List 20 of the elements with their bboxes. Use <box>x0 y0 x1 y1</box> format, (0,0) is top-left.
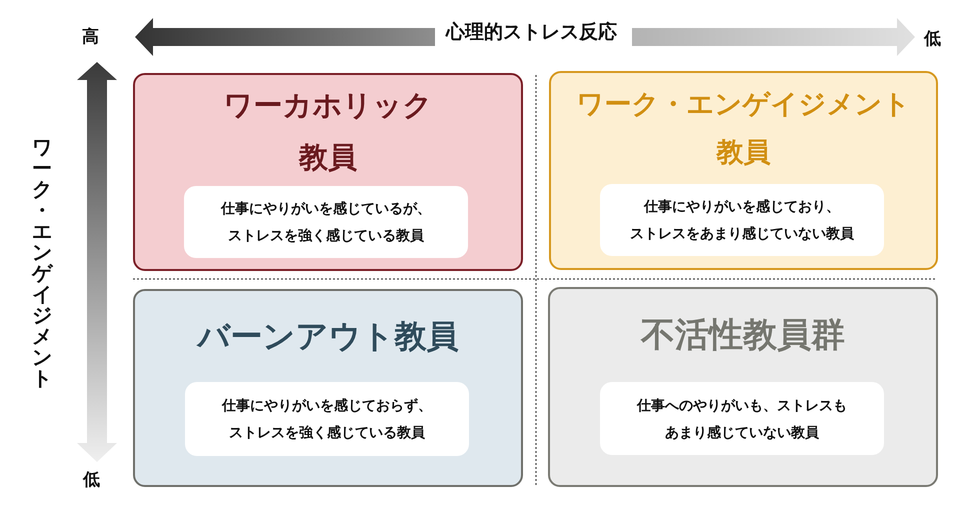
quadrant-panel <box>133 73 523 271</box>
panel-heading: バーンアウト教員 <box>195 317 460 356</box>
description-text: 仕事にやりがいを感じており、ストレスをあまり感じていない教員 <box>629 197 855 243</box>
description-text: 仕事にやりがいを感じているが、ストレスを強く感じている教員 <box>220 199 432 245</box>
axis-end-label: 低 <box>924 29 941 50</box>
description-card <box>184 186 468 258</box>
description-card <box>185 382 469 456</box>
description-text: 仕事へのやりがいも、ストレスもあまり感じていない教員 <box>636 396 848 442</box>
description-text: 仕事にやりがいを感じておらず、ストレスを強く感じている教員 <box>220 396 433 442</box>
panel-heading: ワーク・エンゲイジメント教員 <box>576 88 911 169</box>
description-card <box>600 184 884 256</box>
panel-heading: ワーカホリック教員 <box>222 89 434 176</box>
axis-title: 心理的ストレス反応 <box>446 22 617 45</box>
quadrant-panel <box>133 289 523 487</box>
axis-end-label: 低 <box>83 470 100 490</box>
quadrant-panel <box>549 71 938 270</box>
axis-title: ワーク・エンゲイジメント <box>32 138 52 390</box>
quadrant-panel <box>548 287 938 487</box>
panel-heading: 不活性教員群 <box>640 315 846 356</box>
axis-end-label: 高 <box>82 27 99 48</box>
